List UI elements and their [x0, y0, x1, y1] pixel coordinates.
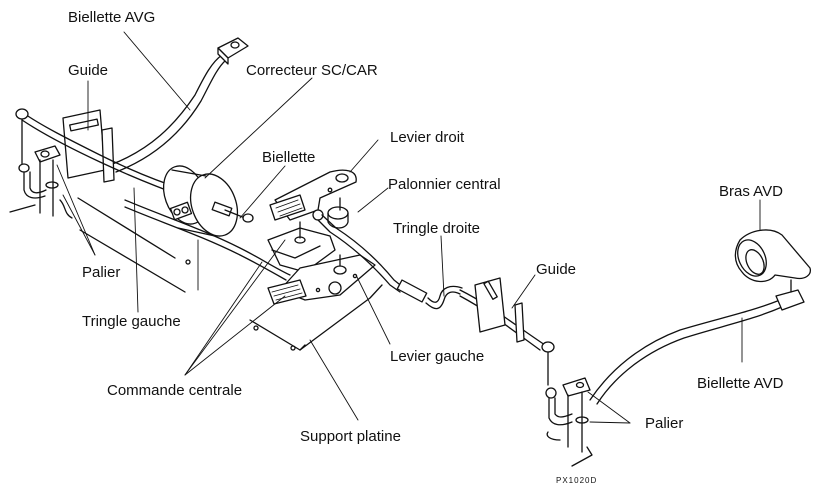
label-palonnier-central: Palonnier central [388, 176, 501, 193]
commande-centrale-part [267, 221, 376, 305]
label-correcteur: Correcteur SC/CAR [246, 62, 378, 79]
biellette-avg-part [109, 37, 249, 173]
label-guide-left: Guide [68, 62, 109, 79]
label-guide-right: Guide [536, 261, 577, 278]
label-biellette-avg: Biellette AVG [68, 9, 156, 26]
label-levier-gauche: Levier gauche [390, 348, 485, 365]
label-biellette: Biellette [262, 149, 316, 166]
palier-right-part [545, 377, 593, 467]
bras-avd-part [734, 229, 811, 283]
palonnier-part [327, 197, 349, 229]
label-palier-right: Palier [645, 415, 684, 432]
leader-lines [56, 31, 761, 424]
palier-left-part [9, 119, 73, 219]
label-biellette-avd: Biellette AVD [697, 375, 784, 392]
correcteur-part [162, 165, 254, 237]
label-support-platine: Support platine [300, 428, 401, 445]
label-tringle-gauche: Tringle gauche [82, 313, 181, 330]
label-levier-droit: Levier droit [390, 129, 465, 146]
tringle-droite-part [312, 209, 555, 386]
guide-left-part [62, 109, 115, 183]
guide-right-part [474, 277, 525, 343]
biellette-avd-part [589, 279, 805, 405]
label-commande-centrale: Commande centrale [107, 382, 243, 399]
levier-droit-part [269, 169, 357, 221]
label-bras-avd: Bras AVD [719, 183, 783, 200]
label-palier-left: Palier [82, 264, 121, 281]
tringle-gauche-part [15, 108, 291, 281]
reference-code: PX1020D [556, 476, 598, 485]
support-platine-part [77, 197, 383, 351]
label-tringle-droite: Tringle droite [393, 220, 480, 237]
